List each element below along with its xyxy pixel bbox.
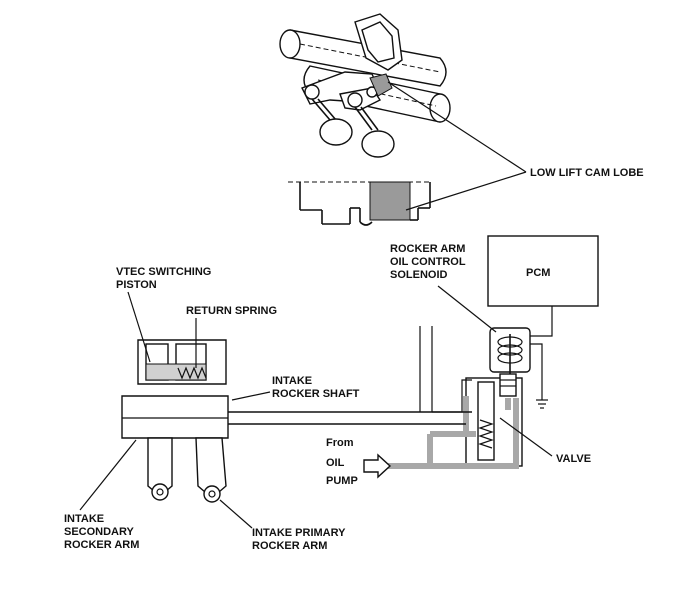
leader-line xyxy=(127,291,151,363)
label-valve: VALVE xyxy=(556,453,591,465)
camshaft-assembly-illustration xyxy=(279,13,451,158)
label-solenoid-line3: SOLENOID xyxy=(390,269,448,281)
intake-rocker-shaft xyxy=(228,326,472,425)
label-vtec-switching-line1: VTEC SWITCHING xyxy=(116,266,211,278)
leader-line xyxy=(405,171,527,211)
label-from: From xyxy=(326,437,354,449)
label-low-lift-cam-lobe: LOW LIFT CAM LOBE xyxy=(530,167,644,179)
label-intake-rocker-shaft-line1: INTAKE xyxy=(272,375,312,387)
leader-line xyxy=(231,391,271,401)
label-oil: OIL xyxy=(326,457,345,469)
leader-line xyxy=(387,81,527,173)
label-pump: PUMP xyxy=(326,475,358,487)
label-intake-rocker-shaft-line2: ROCKER SHAFT xyxy=(272,388,360,400)
leader-line xyxy=(499,417,553,457)
spool-valve xyxy=(370,373,523,469)
label-solenoid-line2: OIL CONTROL xyxy=(390,256,466,268)
leader-line xyxy=(79,439,137,511)
label-vtec-switching-line2: PISTON xyxy=(116,279,157,291)
cam-lobe-cross-section xyxy=(288,181,431,226)
label-secondary-line3: ROCKER ARM xyxy=(64,539,139,551)
vtec-piston-assembly xyxy=(121,339,229,503)
label-return-spring: RETURN SPRING xyxy=(186,305,277,317)
oil-control-solenoid xyxy=(489,306,553,409)
label-solenoid-line1: ROCKER ARM xyxy=(390,243,465,255)
leader-line xyxy=(437,285,497,333)
label-secondary-line2: SECONDARY xyxy=(64,526,135,538)
label-secondary-line1: INTAKE xyxy=(64,513,104,525)
pcm-box xyxy=(487,235,599,307)
leader-line xyxy=(219,499,253,529)
label-primary-line2: ROCKER ARM xyxy=(252,540,327,552)
oil-flow-arrow xyxy=(363,453,392,479)
label-pcm: PCM xyxy=(526,267,550,279)
label-primary-line1: INTAKE PRIMARY xyxy=(252,527,346,539)
